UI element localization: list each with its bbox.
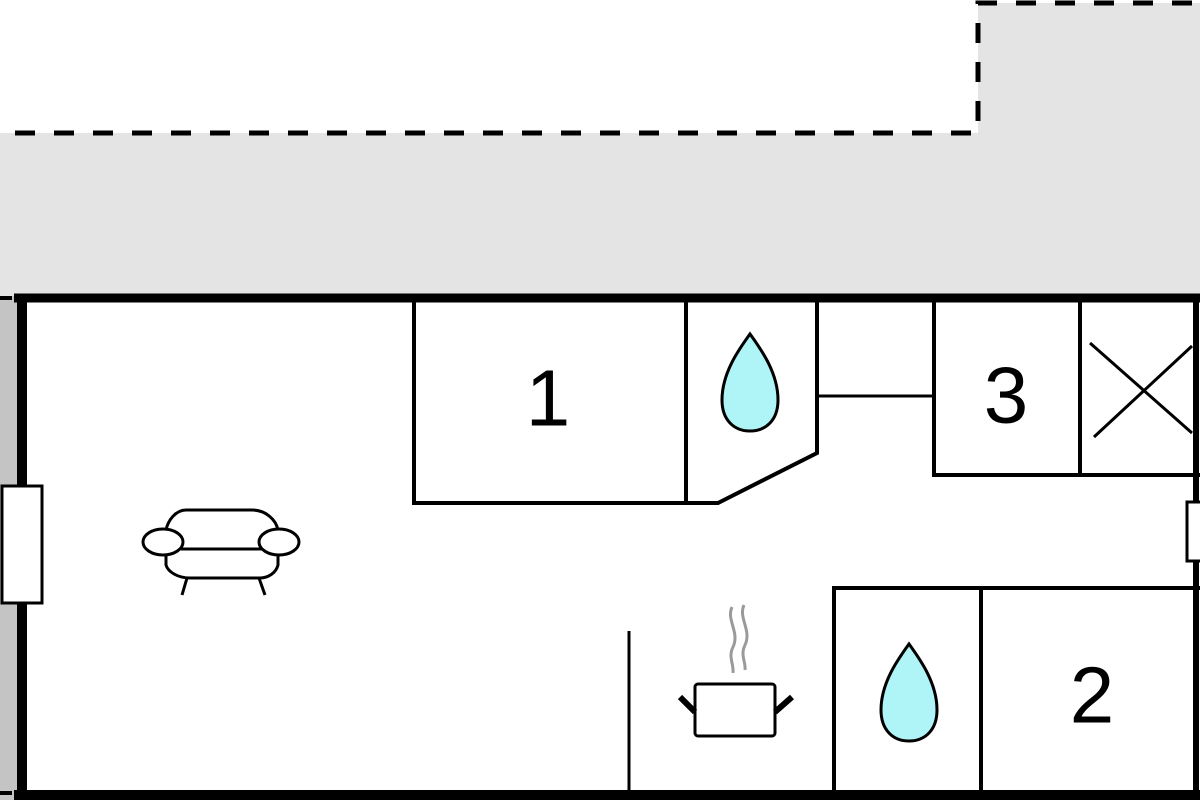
- room-label-1: 1: [526, 354, 571, 443]
- terrace-area: [0, 3, 1200, 298]
- terrace-dashed-outline: [15, 0, 1200, 136]
- room-storage: [1089, 341, 1194, 439]
- room-bedroom-3: 3: [932, 298, 1200, 477]
- left-window: [0, 484, 44, 605]
- right-door: [1185, 500, 1200, 563]
- room-label-2: 2: [1070, 651, 1115, 740]
- cooking-pot-icon: [677, 604, 794, 738]
- room-bathroom-1: [686, 298, 819, 505]
- room-label-3: 3: [984, 351, 1029, 440]
- room-bathroom-2: [832, 586, 1200, 795]
- cross-icon: [1089, 341, 1194, 439]
- room-bedroom-1: 1: [412, 298, 688, 505]
- water-drop-icon: [879, 641, 939, 743]
- water-drop-icon: [720, 331, 780, 433]
- sofa-icon: [141, 508, 301, 596]
- room-bedroom-2: 2: [979, 588, 1115, 795]
